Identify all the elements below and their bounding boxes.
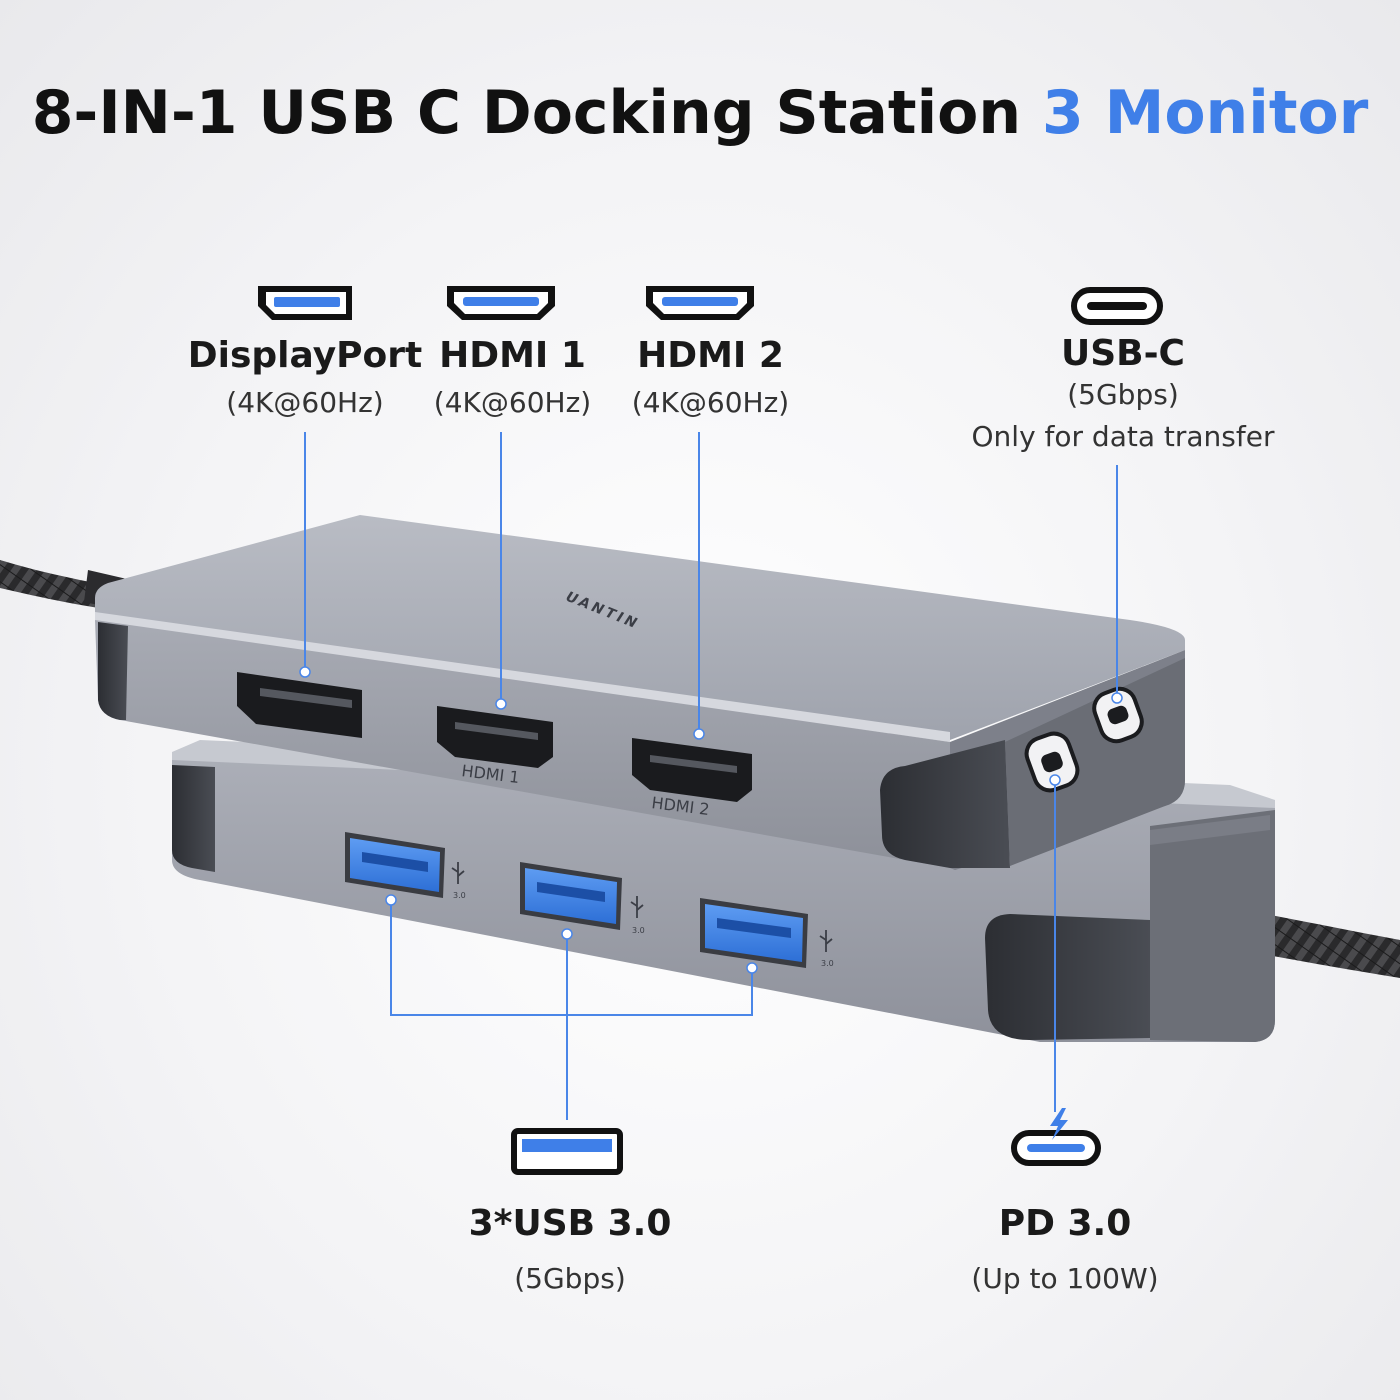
label-pd: PD 3.0 (Up to 100W): [940, 1203, 1190, 1299]
label-usb-c: USB-C (5Gbps) Only for data transfer: [940, 333, 1306, 457]
label-displayport: DisplayPort (4K@60Hz): [185, 335, 425, 423]
displayport-spec: (4K@60Hz): [226, 386, 384, 419]
usb-trident-icon: [819, 930, 833, 952]
usb-a-port-1: [345, 832, 445, 898]
pd-usb-c-port: [1024, 731, 1080, 793]
usb-a-icon: [511, 1128, 623, 1175]
usb-c-icon: [1071, 287, 1163, 325]
page-title: 8-IN-1 USB C Docking Station 3 Monitor: [0, 78, 1400, 148]
hdmi-icon: [646, 286, 754, 320]
hdmi-1-name: HDMI 1: [439, 335, 586, 376]
title-main: 8-IN-1 USB C Docking Station: [31, 78, 1022, 148]
label-hdmi-2: HDMI 2 (4K@60Hz): [618, 335, 803, 423]
displayport-port: [237, 672, 362, 738]
label-hdmi-1: HDMI 1 (4K@60Hz): [420, 335, 605, 423]
pd-spec: (Up to 100W): [971, 1262, 1159, 1295]
usb-version-engraving: 3.0: [453, 891, 466, 900]
usb-c-charging-icon: [1011, 1108, 1101, 1166]
hdmi-icon: [447, 286, 555, 320]
usb-3-name: 3*USB 3.0: [468, 1203, 672, 1244]
usb-3-spec: (5Gbps): [514, 1262, 626, 1295]
hdmi-2-name: HDMI 2: [637, 335, 784, 376]
leader-lines: [304, 432, 1118, 1120]
pd-name: PD 3.0: [998, 1203, 1132, 1244]
title-accent: 3 Monitor: [1041, 78, 1369, 148]
hdmi-2-spec: (4K@60Hz): [631, 386, 790, 419]
leader-dots: [299, 666, 1123, 974]
usb-version-engraving: 3.0: [632, 926, 645, 935]
usb-trident-icon: [451, 862, 465, 884]
usb-c-name: USB-C: [1061, 333, 1185, 374]
usb-c-spec: (5Gbps): [1067, 378, 1179, 411]
hdmi-2-port: [632, 738, 752, 802]
label-usb-3: 3*USB 3.0 (5Gbps): [440, 1203, 700, 1299]
usb-a-port-2: [520, 862, 622, 930]
usb-a-port-3: [700, 898, 808, 968]
usb-trident-icon: [630, 896, 644, 918]
displayport-name: DisplayPort: [187, 335, 423, 376]
hdmi-1-spec: (4K@60Hz): [433, 386, 592, 419]
usb-c-port: [1092, 686, 1144, 744]
usb-version-engraving: 3.0: [821, 959, 834, 968]
usb-c-note: Only for data transfer: [971, 420, 1275, 453]
displayport-icon: [258, 286, 352, 320]
hdmi-1-port: [437, 706, 553, 768]
